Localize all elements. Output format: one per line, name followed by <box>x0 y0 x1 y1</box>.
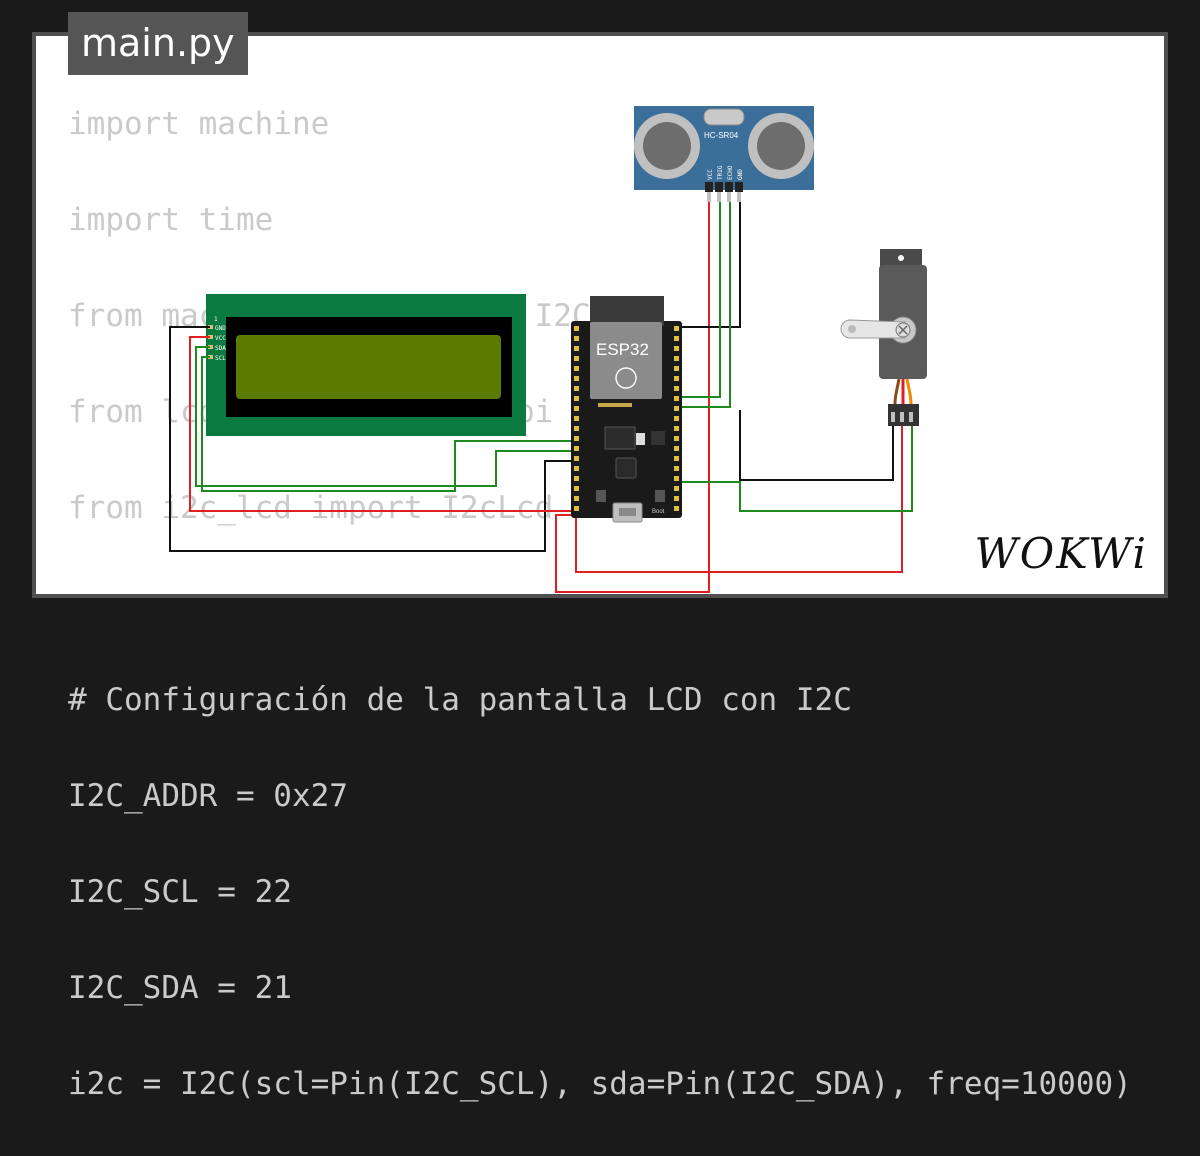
code-line: import machine <box>68 106 330 142</box>
wire-servo-signal[interactable] <box>677 425 913 512</box>
esp32-antenna <box>590 296 664 326</box>
lcd-pin-sda-label: SDA <box>215 345 226 352</box>
wire-servo-vcc[interactable] <box>575 425 903 573</box>
wire-lcd-sda[interactable] <box>195 346 575 487</box>
servo-horn-hole <box>848 325 856 333</box>
lcd-display[interactable]: 1 GND VCC SDA SCL <box>206 294 526 436</box>
esp32-module-shield <box>590 322 662 399</box>
code-line: # Configuración de la pantalla LCD con I… <box>68 682 852 718</box>
code-line: I2C_SCL = 22 <box>68 874 292 910</box>
code-line: I2C_SDA = 21 <box>68 970 292 1006</box>
circuit-diagram: 1 GND VCC SDA SCL <box>169 106 927 593</box>
esp32-boot-button[interactable] <box>655 490 665 502</box>
code-line: I2C_ADDR = 0x27 <box>68 778 348 814</box>
wire-sensor-echo[interactable] <box>677 200 731 408</box>
wire-sensor-gnd[interactable] <box>677 200 741 328</box>
sensor-pin-vcc-label: VCC <box>707 169 714 180</box>
micro-usb-socket <box>619 508 636 516</box>
sensor-label: HC-SR04 <box>704 131 739 140</box>
code-line: i2c = I2C(scl=Pin(I2C_SCL), sda=Pin(I2C_… <box>68 1066 1132 1102</box>
code-line: import time <box>68 202 274 238</box>
wire-sensor-vcc[interactable] <box>555 200 710 593</box>
lcd-pin-scl-label: SCL <box>215 355 226 362</box>
servo-motor[interactable] <box>840 249 927 426</box>
esp32-boot-label: Boot <box>652 509 665 515</box>
sensor-transducer-right-mesh <box>757 122 805 170</box>
sensor-crystal <box>703 108 745 126</box>
lcd-pin1-label: 1 <box>214 316 218 323</box>
sensor-pin-gnd-label: GND <box>737 169 744 180</box>
code-line: from i2c_lcd import I2cLcd <box>68 490 554 526</box>
lcd-screen <box>236 335 501 399</box>
sensor-transducer-left-mesh <box>643 122 691 170</box>
esp32-pin-header-left <box>574 326 579 511</box>
servo-horn-arm <box>840 319 906 339</box>
esp32-label: ESP32 <box>596 340 649 359</box>
lcd-pin-headers <box>208 325 213 359</box>
wires <box>169 200 913 593</box>
sensor-pin-trig-label: TRIG <box>717 165 724 180</box>
esp32-capacitor <box>636 433 645 445</box>
esp32-module-edge <box>598 403 632 407</box>
esp32-board[interactable]: ESP32 <box>571 296 682 523</box>
wokwi-logo: WOKWi <box>974 529 1148 578</box>
wire-sensor-trig[interactable] <box>677 200 721 398</box>
lcd-pin-vcc-label: VCC <box>215 335 226 342</box>
espressif-logo-icon <box>615 367 637 389</box>
esp32-usb-chip <box>615 457 637 479</box>
lcd-pin-gnd-label: GND <box>215 325 226 332</box>
wire-servo-gnd[interactable] <box>739 410 894 481</box>
file-tab-main-py[interactable]: main.py <box>68 12 248 75</box>
servo-cable <box>893 378 913 405</box>
wire-lcd-vcc[interactable] <box>189 336 575 512</box>
wire-lcd-gnd[interactable] <box>169 326 575 552</box>
wire-lcd-scl[interactable] <box>201 356 575 492</box>
esp32-pin-header-right <box>674 326 679 511</box>
sensor-pin-headers <box>705 182 743 202</box>
ultrasonic-sensor[interactable]: HC-SR04 VCC TRIG ECHO GND <box>634 106 814 202</box>
esp32-chip-small <box>651 431 665 445</box>
esp32-regulator <box>604 426 636 450</box>
servo-mount-hole <box>898 255 904 261</box>
sensor-pin-echo-label: ECHO <box>727 165 734 180</box>
esp32-en-button[interactable] <box>596 490 606 502</box>
